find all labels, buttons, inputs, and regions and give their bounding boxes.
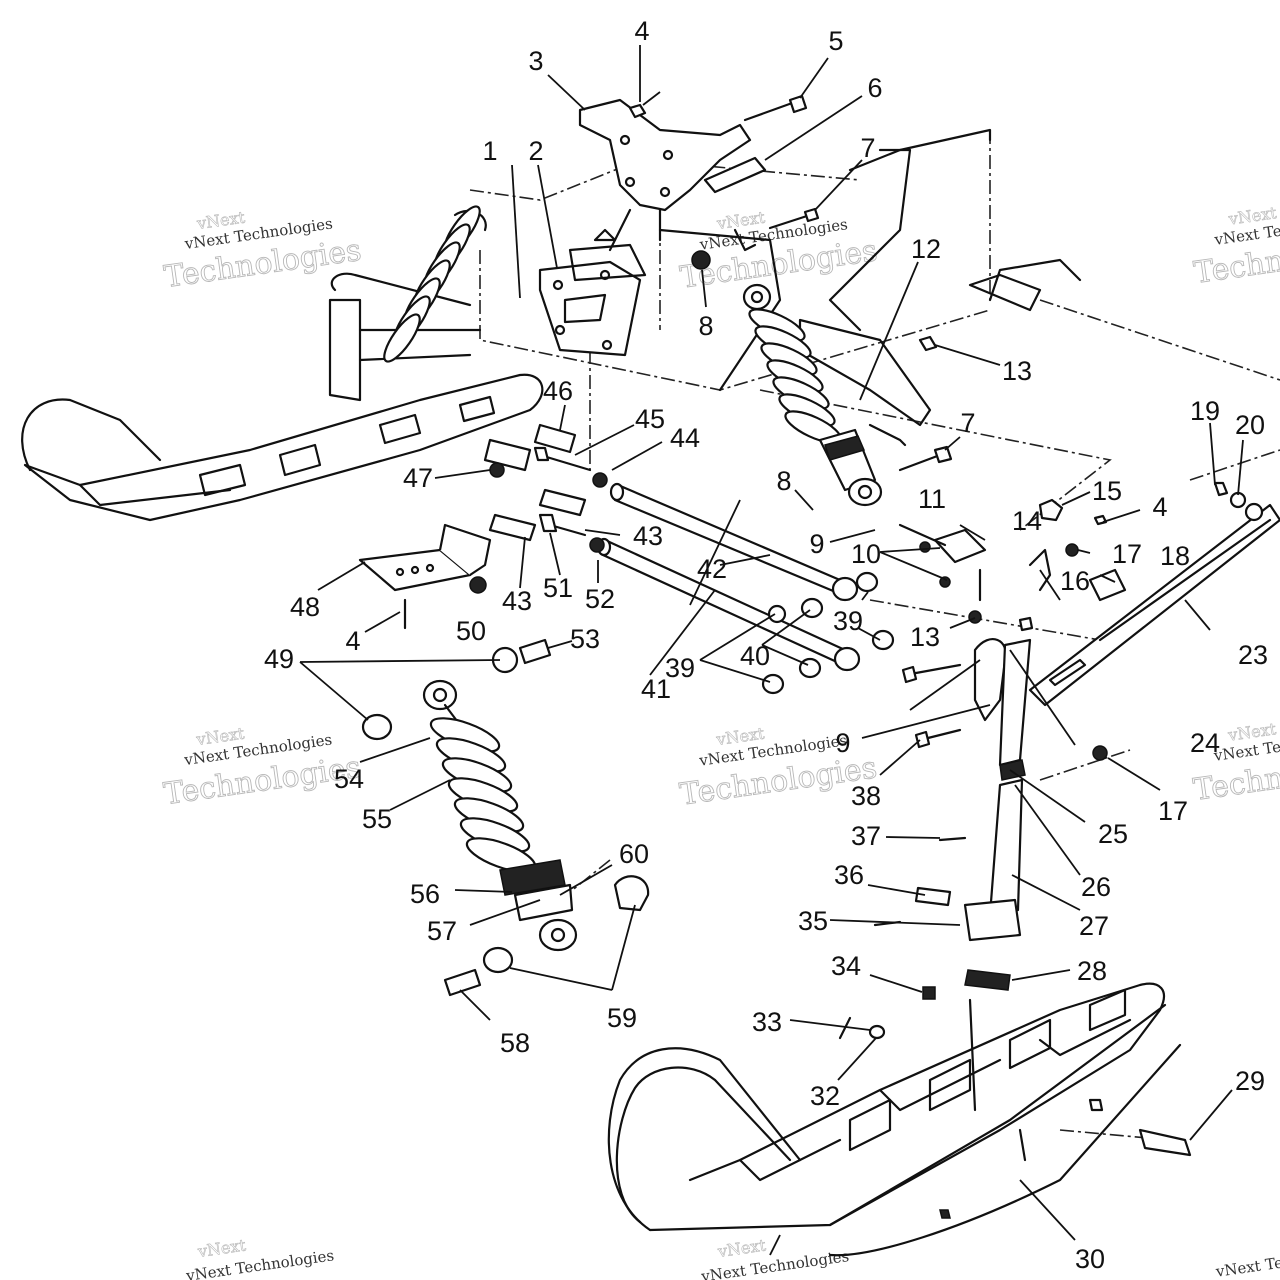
callout-48: 48 — [290, 592, 320, 622]
trailing-arm — [933, 503, 1280, 707]
callout-41: 41 — [641, 674, 671, 704]
callout-1: 1 — [482, 136, 497, 166]
callout-55: 55 — [362, 804, 392, 834]
callout-39: 39 — [665, 653, 695, 683]
callout-59: 59 — [607, 1003, 637, 1033]
left-rod-brackets — [483, 423, 592, 542]
top-hardware — [628, 91, 1108, 526]
watermark-top-right: vNext vNext Technologies Technologies — [1191, 203, 1280, 292]
callout-47: 47 — [403, 463, 433, 493]
callout-9: 9 — [809, 529, 824, 559]
right-spindle — [963, 548, 1052, 942]
watermark-group: vNext vNext Technologies Technologies vN… — [161, 203, 1280, 1280]
callout-13: 13 — [910, 622, 940, 652]
callout-9: 9 — [835, 728, 850, 758]
watermark-bottom-center: vNext vNext Technologies — [699, 1235, 850, 1280]
callout-8: 8 — [776, 466, 791, 496]
callout-3: 3 — [528, 46, 543, 76]
left-ski — [21, 272, 544, 522]
callout-12: 12 — [911, 234, 941, 264]
callout-42: 42 — [697, 554, 727, 584]
callout-43: 43 — [633, 521, 663, 551]
callout-7: 7 — [860, 133, 875, 163]
callout-33: 33 — [752, 1007, 782, 1037]
callout-7: 7 — [960, 408, 975, 438]
callout-45: 45 — [635, 404, 665, 434]
callout-32: 32 — [810, 1081, 840, 1111]
callout-26: 26 — [1081, 872, 1111, 902]
callout-17: 17 — [1158, 796, 1188, 826]
watermark-bottom-right: vNext Technologies — [1214, 1242, 1280, 1280]
watermark-mid-center: vNext vNext Technologies Technologies — [677, 723, 879, 813]
left-shock-bushings — [361, 638, 650, 997]
callout-34: 34 — [831, 951, 861, 981]
callout-5: 5 — [828, 26, 843, 56]
callout-28: 28 — [1077, 956, 1107, 986]
callout-24: 24 — [1190, 728, 1220, 758]
callout-35: 35 — [798, 906, 828, 936]
callout-20: 20 — [1235, 410, 1265, 440]
watermark-bottom-left: vNext vNext Technologies — [184, 1235, 335, 1280]
callout-40: 40 — [740, 641, 770, 671]
callout-39: 39 — [833, 606, 863, 636]
callout-4: 4 — [345, 626, 360, 656]
callout-11: 11 — [918, 484, 946, 514]
callout-10: 10 — [851, 539, 881, 569]
callout-25: 25 — [1098, 819, 1128, 849]
callout-49: 49 — [264, 644, 294, 674]
callout-2: 2 — [528, 136, 543, 166]
callout-60: 60 — [619, 839, 649, 869]
callout-38: 38 — [851, 781, 881, 811]
callout-52: 52 — [585, 584, 615, 614]
callout-23: 23 — [1238, 640, 1268, 670]
shock-tower-bracket — [578, 98, 752, 252]
right-hardware — [838, 481, 1264, 1040]
radius-rods — [596, 482, 861, 672]
callout-18: 18 — [1160, 541, 1190, 571]
bracket-48 — [358, 523, 492, 630]
callout-57: 57 — [427, 916, 457, 946]
callout-58: 58 — [500, 1028, 530, 1058]
watermark-line: vNext Technologies — [1214, 1242, 1280, 1280]
leader-lines — [299, 45, 1244, 1256]
callout-53: 53 — [570, 624, 600, 654]
callout-54: 54 — [334, 764, 364, 794]
watermark-mid-right: vNext vNext Technologies Technologies — [1191, 719, 1280, 809]
callout-56: 56 — [410, 879, 440, 909]
callout-43: 43 — [502, 586, 532, 616]
callout-44: 44 — [670, 423, 700, 453]
callout-17: 17 — [1112, 539, 1142, 569]
callout-14: 14 — [1012, 506, 1042, 536]
callout-15: 15 — [1092, 476, 1122, 506]
mount-plate — [538, 228, 647, 357]
callout-4: 4 — [1152, 492, 1167, 522]
callout-46: 46 — [543, 376, 573, 406]
callout-29: 29 — [1235, 1066, 1265, 1096]
callout-30: 30 — [1075, 1244, 1105, 1274]
callout-13: 13 — [1002, 356, 1032, 386]
callout-37: 37 — [851, 821, 881, 851]
right-shock-absorber — [742, 283, 883, 507]
callout-8: 8 — [698, 311, 713, 341]
watermark-mid-left: vNext vNext Technologies Technologies — [161, 723, 363, 812]
callout-4: 4 — [634, 16, 649, 46]
left-front-shock-absorber — [422, 679, 578, 952]
right-ski — [607, 982, 1192, 1257]
callout-19: 19 — [1190, 396, 1220, 426]
watermark-brand: vNext — [716, 1235, 768, 1261]
callout-50: 50 — [456, 616, 486, 646]
watermark-brand: vNext — [196, 1235, 248, 1261]
callout-51: 51 — [543, 573, 573, 603]
callout-27: 27 — [1079, 911, 1109, 941]
callout-16: 16 — [1060, 566, 1090, 596]
callout-6: 6 — [867, 73, 882, 103]
callout-numbers: 1 2 3 4 5 6 7 8 12 13 7 19 20 15 4 8 11 … — [264, 16, 1268, 1274]
callout-36: 36 — [834, 860, 864, 890]
left-background-spring — [383, 205, 487, 363]
